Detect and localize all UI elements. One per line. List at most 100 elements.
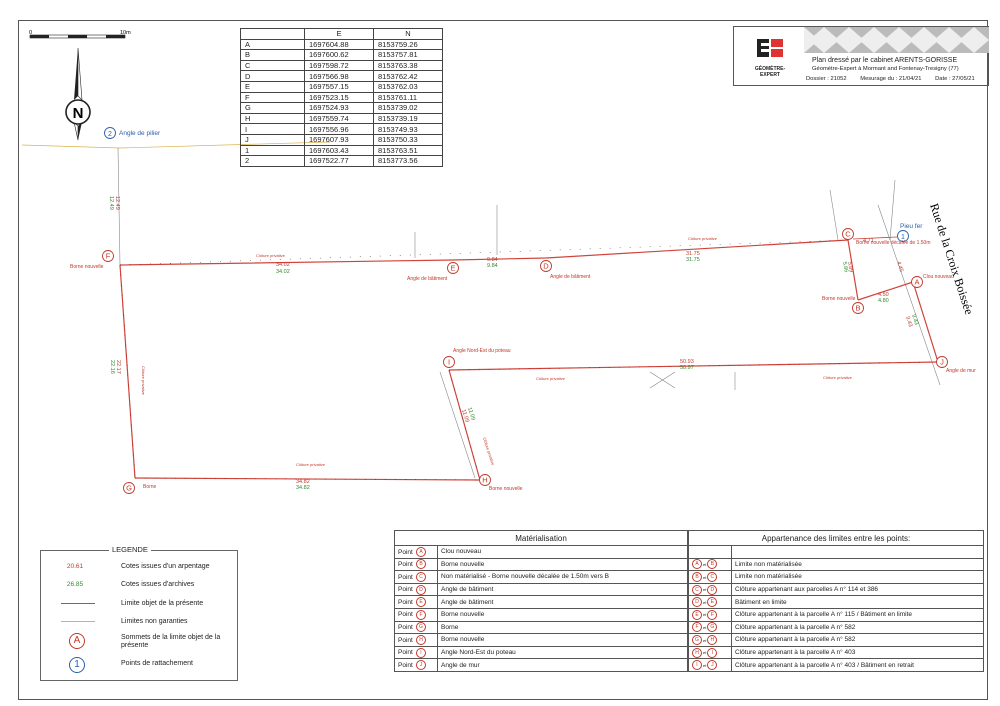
coord-easting: 1697604.88 <box>304 38 374 51</box>
vertex-circle-icon <box>540 260 552 272</box>
point-id-icon: E <box>416 597 426 608</box>
materialisation-text: Angle Nord-Est du poteau <box>437 645 688 660</box>
vertex-id: G <box>126 484 132 493</box>
coord-point-id: F <box>240 91 305 104</box>
coord-point-id: B <box>240 49 305 61</box>
svg-text:9.43: 9.43 <box>910 314 919 326</box>
svg-text:31.75: 31.75 <box>686 257 700 263</box>
coord-northing: 8153739.19 <box>373 112 443 125</box>
coord-easting: 1697523.15 <box>304 91 374 104</box>
title-banner-pattern <box>804 27 989 53</box>
coord-northing: 8153749.93 <box>373 123 443 135</box>
svg-text:12.49: 12.49 <box>108 196 114 210</box>
svg-text:50.93: 50.93 <box>680 359 694 365</box>
pair-b-icon: F <box>707 609 718 620</box>
svg-text:Clôture privative: Clôture privative <box>141 366 146 396</box>
street-name: Rue de la Croix Boissée <box>927 202 976 317</box>
pair-a-icon: C <box>692 584 702 595</box>
coord-northing: 8153761.11 <box>373 91 443 104</box>
vertex-circle-icon <box>443 356 455 368</box>
coord-easting: 1697556.96 <box>304 123 374 135</box>
point-id-icon: F <box>416 609 426 620</box>
coord-point-id: 1 <box>240 144 305 157</box>
svg-text:Clôture privative: Clôture privative <box>296 462 326 467</box>
coord-easting: 1697524.93 <box>304 102 374 114</box>
materialisation-title: Matérialisation <box>394 530 688 546</box>
vertex-circle-icon <box>852 302 864 314</box>
vertex-circle-icon <box>936 356 948 368</box>
appartenance-text: Clôture appartenant à la parcelle A n° 5… <box>731 633 984 647</box>
pair-b-icon: I <box>707 647 718 658</box>
legend: LEGENDE 20.61 Cotes issues d'un arpentag… <box>40 545 238 681</box>
coord-header-point <box>240 28 305 40</box>
pair-a-icon: H <box>692 647 702 658</box>
coord-northing: 8153739.02 <box>373 102 443 114</box>
coord-point-id: H <box>240 112 305 125</box>
limit-line-swatch <box>61 603 95 604</box>
vertex-description: Angle de mur <box>946 368 976 374</box>
fence-dashes <box>119 239 939 481</box>
legend-item-non-garanties: Limites non garanties <box>41 616 237 632</box>
point-word: Point <box>398 586 413 594</box>
scale-bar: 0 10m <box>29 30 131 39</box>
appartenance-text: Clôture appartenant aux parcelles A n° 1… <box>731 582 984 597</box>
appartenance-text: Clôture appartenant à la parcelle A n° 5… <box>731 620 984 635</box>
pair-a-icon: F <box>692 622 702 633</box>
title-block: GÉOMÈTRE-EXPERT Plan dressé par le cabin… <box>733 26 989 86</box>
vertex-description: Borne <box>143 484 157 490</box>
vertex-id: B <box>855 304 860 313</box>
svg-text:1: 1 <box>901 234 905 241</box>
appartenance-text: Clôture appartenant à la parcelle A n° 1… <box>731 607 984 622</box>
pair-b-icon: G <box>707 622 718 633</box>
coord-easting: 1697559.74 <box>304 112 374 125</box>
appartenance-text: Limite non matérialisée <box>731 570 984 584</box>
attach-point-1: 1 Pieu fer <box>897 223 923 242</box>
pair-b-icon: C <box>707 571 718 582</box>
svg-text:22.16: 22.16 <box>109 360 115 374</box>
coord-point-id: A <box>240 38 305 51</box>
coord-easting: 1697598.72 <box>304 59 374 72</box>
svg-text:Clôture privative: Clôture privative <box>688 236 718 241</box>
svg-text:4.80: 4.80 <box>878 298 889 304</box>
legend-item-limite: Limite objet de la présente <box>41 598 237 614</box>
svg-text:2: 2 <box>108 131 112 138</box>
scale-zero-label: 0 <box>29 30 32 36</box>
vertex-description: Angle de bâtiment <box>407 276 448 282</box>
point-id-icon: D <box>416 584 426 595</box>
attach-symbol-icon: 1 <box>69 657 85 673</box>
legend-item-archives: 26.85 Cotes issues d'archives <box>66 581 195 588</box>
vertex-description: Borne nouvelle <box>489 486 523 492</box>
coord-point-id: E <box>240 80 305 93</box>
coord-northing: 8153759.26 <box>373 38 443 51</box>
svg-text:9.84: 9.84 <box>487 263 498 269</box>
coord-point-id: D <box>240 70 305 82</box>
pair-et: et <box>703 662 707 668</box>
